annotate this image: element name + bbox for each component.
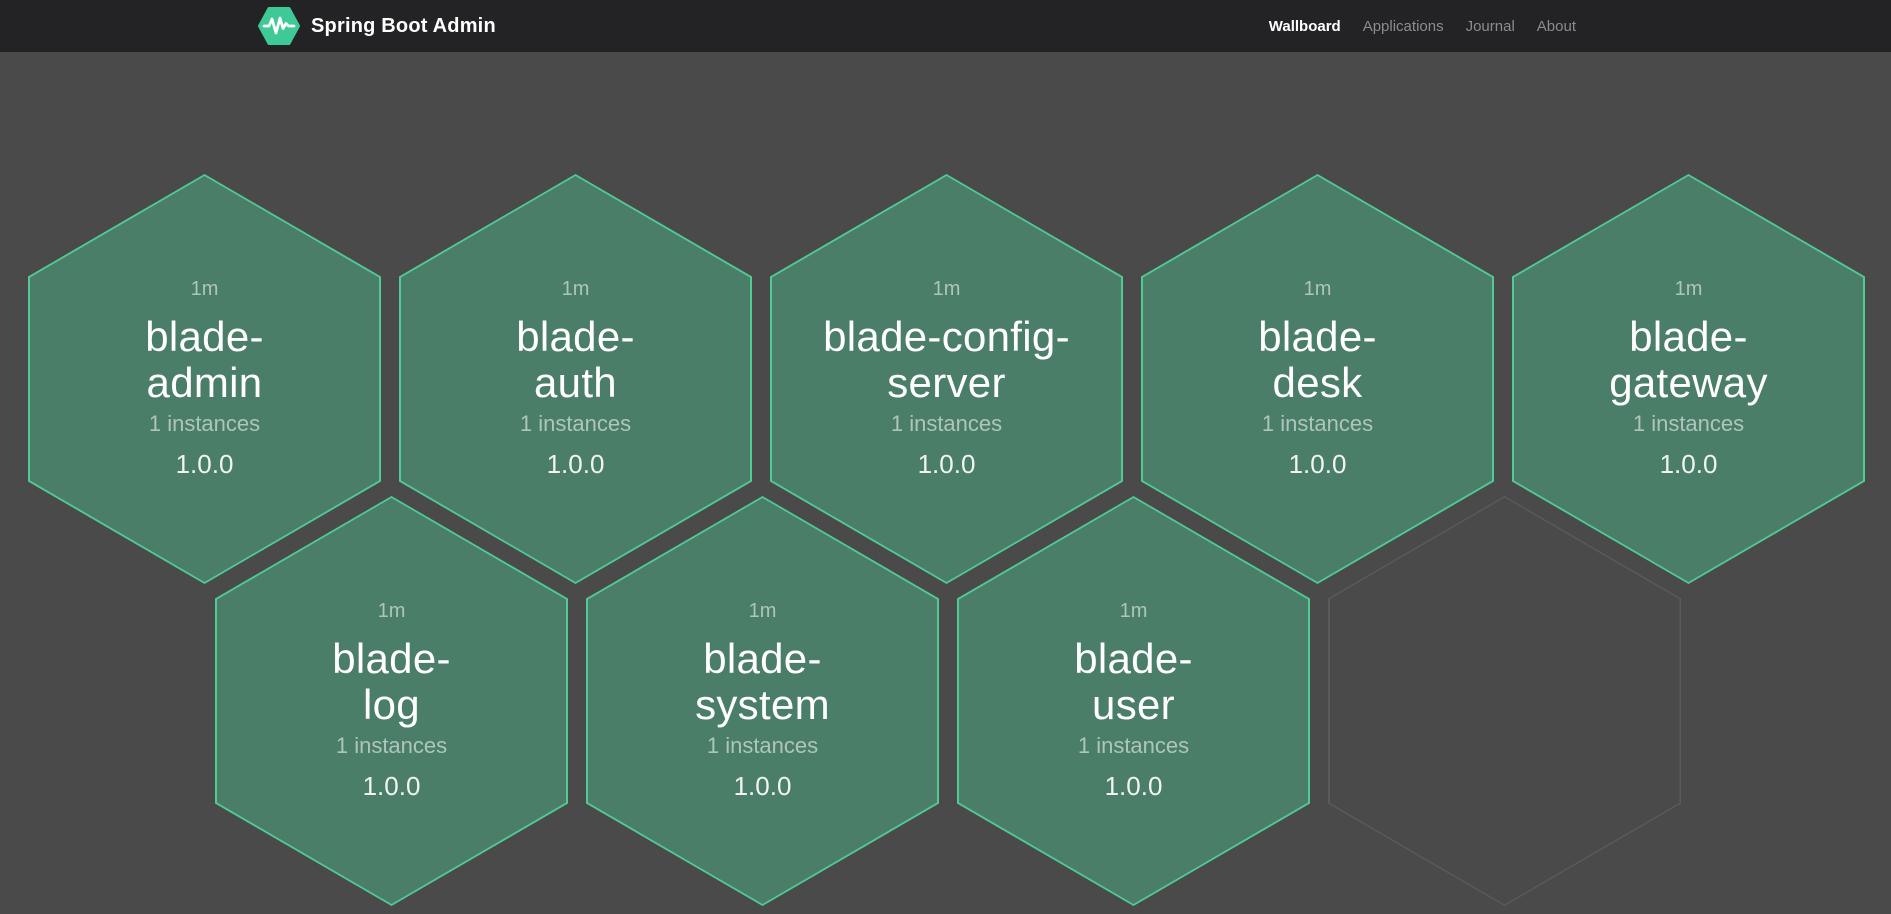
version-label: 1.0.0 bbox=[1288, 449, 1347, 479]
empty-hexagon-slot bbox=[1328, 496, 1681, 906]
nav-links: Wallboard Applications Journal About bbox=[1269, 18, 1576, 35]
instances-count: 1 instances bbox=[1077, 733, 1190, 758]
application-hexagon-blade-config-server[interactable]: 1m blade-config-server 1 instances 1.0.0 bbox=[770, 174, 1123, 584]
hexagon-background bbox=[217, 498, 566, 904]
name-line-2: log bbox=[363, 681, 420, 728]
spring-boot-admin-logo-icon bbox=[258, 6, 300, 46]
version-label: 1.0.0 bbox=[362, 771, 421, 801]
name-line-1: blade- bbox=[145, 313, 264, 360]
hexagon-content: 1m blade-gateway 1 instances 1.0.0 bbox=[1512, 174, 1865, 584]
name-line-2: system bbox=[695, 681, 830, 728]
hexagon-background bbox=[30, 176, 379, 582]
uptime-label: 1m bbox=[932, 278, 961, 300]
hexagon-content: 1m blade-user 1 instances 1.0.0 bbox=[957, 496, 1310, 906]
nav-item-journal[interactable]: Journal bbox=[1465, 17, 1515, 35]
application-hexagon-blade-auth[interactable]: 1m blade-auth 1 instances 1.0.0 bbox=[399, 174, 752, 584]
application-hexagon-blade-gateway[interactable]: 1m blade-gateway 1 instances 1.0.0 bbox=[1512, 174, 1865, 584]
hexagon-background bbox=[1329, 497, 1680, 905]
uptime-label: 1m bbox=[1119, 600, 1148, 622]
hexagon-content: 1m blade-admin 1 instances 1.0.0 bbox=[28, 174, 381, 584]
application-hexagon-blade-user[interactable]: 1m blade-user 1 instances 1.0.0 bbox=[957, 496, 1310, 906]
instances-count: 1 instances bbox=[148, 411, 261, 436]
version-label: 1.0.0 bbox=[733, 771, 792, 801]
application-name: blade-user bbox=[1074, 636, 1193, 728]
brand-title: Spring Boot Admin bbox=[311, 14, 496, 37]
name-line-1: blade- bbox=[1629, 313, 1748, 360]
nav-item-applications[interactable]: Applications bbox=[1362, 17, 1444, 35]
instances-count: 1 instances bbox=[519, 411, 632, 436]
hexagon-content: 1m blade-desk 1 instances 1.0.0 bbox=[1141, 174, 1494, 584]
application-name: blade-gateway bbox=[1609, 314, 1768, 406]
hexagon-content: 1m blade-config-server 1 instances 1.0.0 bbox=[770, 174, 1123, 584]
name-line-2: user bbox=[1092, 681, 1175, 728]
instances-count: 1 instances bbox=[706, 733, 819, 758]
name-line-1: blade- bbox=[1074, 635, 1193, 682]
version-label: 1.0.0 bbox=[175, 449, 234, 479]
application-hexagon-blade-desk[interactable]: 1m blade-desk 1 instances 1.0.0 bbox=[1141, 174, 1494, 584]
name-line-1: blade- bbox=[1258, 313, 1377, 360]
uptime-label: 1m bbox=[190, 278, 219, 300]
name-line-2: desk bbox=[1272, 359, 1363, 406]
uptime-label: 1m bbox=[748, 600, 777, 622]
application-name: blade-system bbox=[695, 636, 830, 728]
uptime-label: 1m bbox=[1303, 278, 1332, 300]
application-name: blade-admin bbox=[145, 314, 264, 406]
uptime-label: 1m bbox=[561, 278, 590, 300]
name-line-1: blade- bbox=[703, 635, 822, 682]
name-line-2: server bbox=[887, 359, 1006, 406]
instances-count: 1 instances bbox=[1632, 411, 1745, 436]
application-name: blade-auth bbox=[516, 314, 635, 406]
name-line-1: blade- bbox=[516, 313, 635, 360]
top-navbar: Spring Boot Admin Wallboard Applications… bbox=[0, 0, 1891, 52]
name-line-1: blade- bbox=[332, 635, 451, 682]
hexagon-content: 1m blade-log 1 instances 1.0.0 bbox=[215, 496, 568, 906]
version-label: 1.0.0 bbox=[1659, 449, 1718, 479]
application-name: blade-config-server bbox=[823, 314, 1070, 406]
name-line-2: auth bbox=[534, 359, 617, 406]
instances-count: 1 instances bbox=[890, 411, 1003, 436]
name-line-2: gateway bbox=[1609, 359, 1768, 406]
uptime-label: 1m bbox=[1674, 278, 1703, 300]
application-name: blade-desk bbox=[1258, 314, 1377, 406]
hexagon-background bbox=[588, 498, 937, 904]
instances-count: 1 instances bbox=[1261, 411, 1374, 436]
name-line-1: blade-config- bbox=[823, 313, 1070, 360]
application-hexagon-blade-log[interactable]: 1m blade-log 1 instances 1.0.0 bbox=[215, 496, 568, 906]
brand[interactable]: Spring Boot Admin bbox=[258, 6, 496, 46]
version-label: 1.0.0 bbox=[1104, 771, 1163, 801]
application-hexagon-blade-admin[interactable]: 1m blade-admin 1 instances 1.0.0 bbox=[28, 174, 381, 584]
application-name: blade-log bbox=[332, 636, 451, 728]
nav-item-wallboard[interactable]: Wallboard bbox=[1268, 17, 1341, 35]
instances-count: 1 instances bbox=[335, 733, 448, 758]
application-hexagon-blade-system[interactable]: 1m blade-system 1 instances 1.0.0 bbox=[586, 496, 939, 906]
wallboard: 1m blade-admin 1 instances 1.0.0 1m blad… bbox=[0, 52, 1891, 914]
version-label: 1.0.0 bbox=[546, 449, 605, 479]
nav-item-about[interactable]: About bbox=[1536, 17, 1576, 35]
hexagon-content: 1m blade-auth 1 instances 1.0.0 bbox=[399, 174, 752, 584]
uptime-label: 1m bbox=[377, 600, 406, 622]
hexagon-content: 1m blade-system 1 instances 1.0.0 bbox=[586, 496, 939, 906]
version-label: 1.0.0 bbox=[917, 449, 976, 479]
name-line-2: admin bbox=[146, 359, 263, 406]
